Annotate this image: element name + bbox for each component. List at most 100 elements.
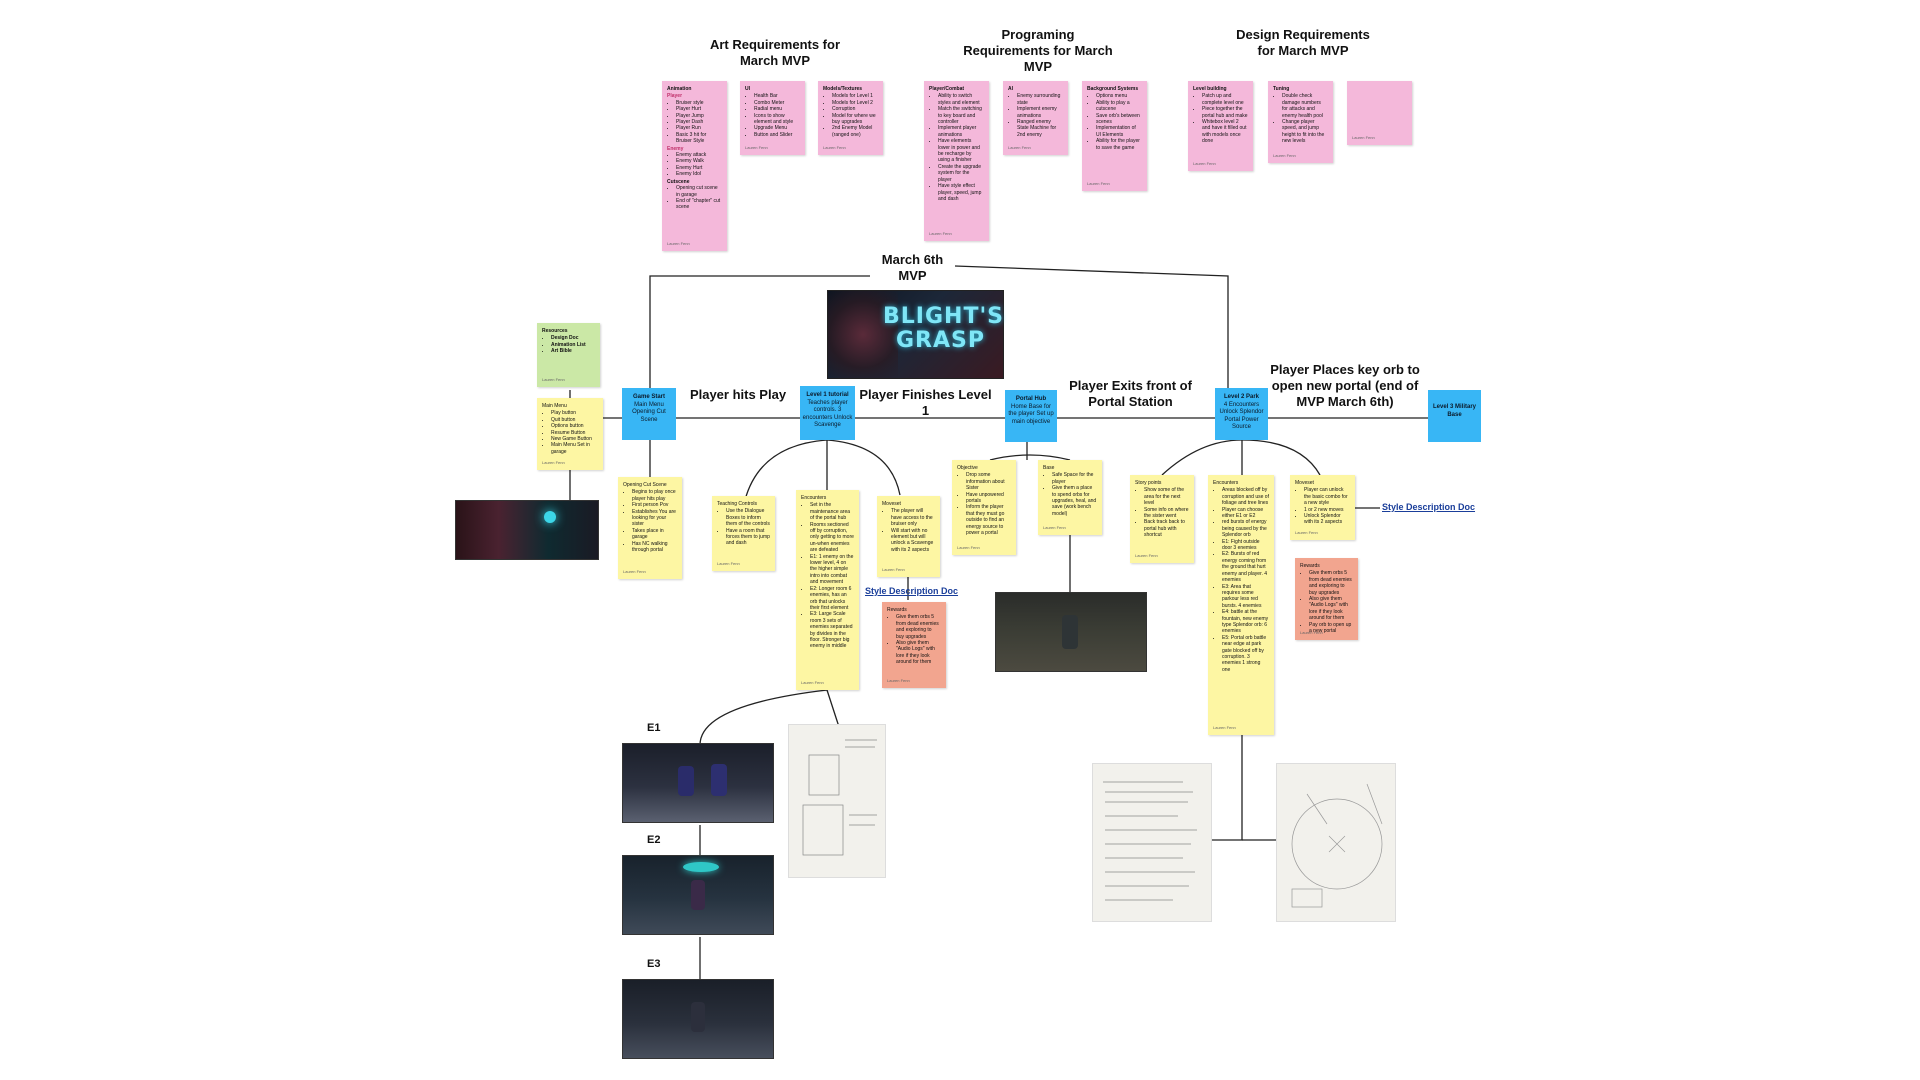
note-item: Player Run: [676, 125, 722, 131]
note-item: Drop some information about Sister: [966, 472, 1011, 491]
note-footer: Lauren Fenn: [887, 677, 910, 683]
note-item: Give them orbs 5 from dead enemies and e…: [1309, 570, 1353, 596]
note-item: Set in the maintenance area of the porta…: [810, 502, 854, 521]
note-footer: Lauren Fenn: [667, 240, 690, 246]
note-item: Design Doc: [551, 335, 595, 341]
note-item: Opening cut scene in garage: [676, 185, 722, 198]
fan-l1-teach: [744, 439, 828, 501]
note-item: Player Jump: [676, 113, 722, 119]
note-title: Tuning: [1273, 86, 1290, 92]
note-item: Enemy Idol: [676, 171, 722, 177]
note-footer: Lauren Fenn: [1273, 152, 1296, 158]
design-empty-note: Lauren Fenn: [1347, 81, 1412, 145]
art-ui-note: UI Health Bar Combo Meter Radial menu Ic…: [740, 81, 805, 155]
e2-label: E2: [647, 834, 661, 846]
note-item: Inform the player that they must go outs…: [966, 504, 1011, 536]
base-note: Base Safe Space for the player Give them…: [1038, 460, 1102, 535]
note-subtitle: Cutscene: [667, 178, 690, 185]
note-item: Unlock Splendor with its 2 aspects: [1304, 513, 1350, 526]
logo-character-art: [828, 291, 898, 378]
note-item: Also give them "Audio Logs" with lore if…: [896, 640, 941, 666]
note-item: E4: battle at the fountain, new enemy ty…: [1222, 609, 1269, 635]
note-title: Objective: [957, 465, 978, 471]
prog-background-note: Background Systems Options menu Ability …: [1082, 81, 1147, 191]
note-title: Animation: [667, 86, 692, 92]
note-item: Ability for the player to save the game: [1096, 138, 1142, 151]
note-item: Player Dash: [676, 119, 722, 125]
logo-line-1: BLIGHT'S: [883, 304, 1005, 329]
note-item: Save orb's between scenes: [1096, 113, 1142, 126]
art-models-note: Models/Textures Models for Level 1 Model…: [818, 81, 883, 155]
note-item: Implementation of UI Elements: [1096, 125, 1142, 138]
note-item: Models for Level 2: [832, 100, 878, 106]
note-item: Change player speed, and jump height to …: [1282, 119, 1328, 145]
e2-screenshot: [622, 855, 774, 935]
note-title: Resources: [542, 328, 568, 334]
design-requirements-heading: Design Requirements for March MVP: [1236, 27, 1370, 58]
style-description-doc-link-1[interactable]: Style Description Doc: [865, 586, 959, 596]
note-item: Show some of the area for the next level: [1144, 487, 1189, 506]
link-enc-e1: [699, 689, 828, 746]
level2-notes-sketch: [1092, 763, 1212, 922]
note-item: Options menu: [1096, 93, 1142, 99]
note-title: Rewards: [887, 607, 907, 613]
bracket-right-line: [954, 265, 1229, 395]
note-footer: Lauren Fenn: [1087, 180, 1110, 186]
note-item: Model for where we buy upgrades: [832, 113, 878, 126]
note-item: Art Bible: [551, 348, 595, 354]
note-item: Takes place in garage: [632, 528, 677, 541]
note-item: Health Bar: [754, 93, 800, 99]
level2-moveset-note: Moveset Player can unlock the basic comb…: [1290, 475, 1355, 540]
note-item: Safe Space for the player: [1052, 472, 1097, 485]
note-item: Player can unlock the basic combo for a …: [1304, 487, 1350, 506]
note-footer: Lauren Fenn: [882, 566, 905, 572]
fan-l2-story: [1161, 439, 1243, 476]
note-item: First person Pov: [632, 502, 677, 508]
orb-glow-icon: [683, 862, 719, 872]
level3-military-box: Level 3 Military Base: [1428, 390, 1481, 442]
note-title: AI: [1008, 86, 1013, 92]
level2-rewards-note: Rewards Give them orbs 5 from dead enemi…: [1295, 558, 1358, 640]
note-item: Implement player animations: [938, 125, 984, 138]
march-mvp-heading: March 6th MVP: [881, 252, 944, 283]
design-tuning-note: Tuning Double check damage numbers for a…: [1268, 81, 1333, 163]
player-figure-icon: [691, 880, 705, 910]
note-item: Icons to show element and style: [754, 113, 800, 126]
note-title: Moveset: [1295, 480, 1314, 486]
note-item: Also give them "Audio Logs" with lore if…: [1309, 596, 1353, 622]
note-item: Animation List: [551, 342, 595, 348]
note-item: Main Menu Set in garage: [551, 442, 598, 455]
note-item: Back track back to portal hub with short…: [1144, 519, 1189, 538]
note-item: E1: 1 enemy on the lower level, 4 on the…: [810, 554, 854, 586]
note-item: Upgrade Menu: [754, 125, 800, 131]
level1-layout-sketch: [788, 724, 886, 878]
note-item: Match the switching to key board and con…: [938, 106, 984, 125]
note-subtitle: Enemy: [667, 145, 684, 152]
box-body: Main Menu Opening Cut Scene: [632, 401, 666, 423]
style-description-doc-link-2[interactable]: Style Description Doc: [1382, 502, 1476, 512]
box-title: Level 1 tutorial: [806, 392, 849, 398]
fan-hub: [989, 454, 1071, 461]
note-item: Quit button: [551, 417, 598, 423]
main-menu-note: Main Menu Play button Quit button Option…: [537, 398, 603, 470]
e1-label: E1: [647, 722, 661, 734]
note-item: Radial menu: [754, 106, 800, 112]
note-item: Enemy attack: [676, 152, 722, 158]
note-item: Models for Level 1: [832, 93, 878, 99]
box-body: 4 Encounters Unlock Splendor Portal Powe…: [1219, 401, 1264, 431]
note-item: Have style effect player, speed, jump an…: [938, 183, 984, 202]
note-item: Rooms sectioned off by corruption, only …: [810, 522, 854, 554]
note-subtitle: Player: [667, 93, 683, 100]
box-title: Level 3 Military Base: [1432, 404, 1477, 418]
e3-label: E3: [647, 958, 661, 970]
box-body: Home Base for the player Set up main obj…: [1008, 403, 1054, 425]
blights-grasp-logo: BLIGHT'S GRASP: [827, 290, 1004, 379]
portal-hub-screenshot: [995, 592, 1147, 672]
note-item: Patch up and complete level one: [1202, 93, 1248, 106]
e1-screenshot: [622, 743, 774, 823]
link-enc-sketch: [826, 689, 841, 731]
note-footer: Lauren Fenn: [823, 144, 846, 150]
prog-ai-note: AI Enemy surrounding state Implement ene…: [1003, 81, 1068, 155]
note-item: Some info on where the sister went: [1144, 507, 1189, 520]
